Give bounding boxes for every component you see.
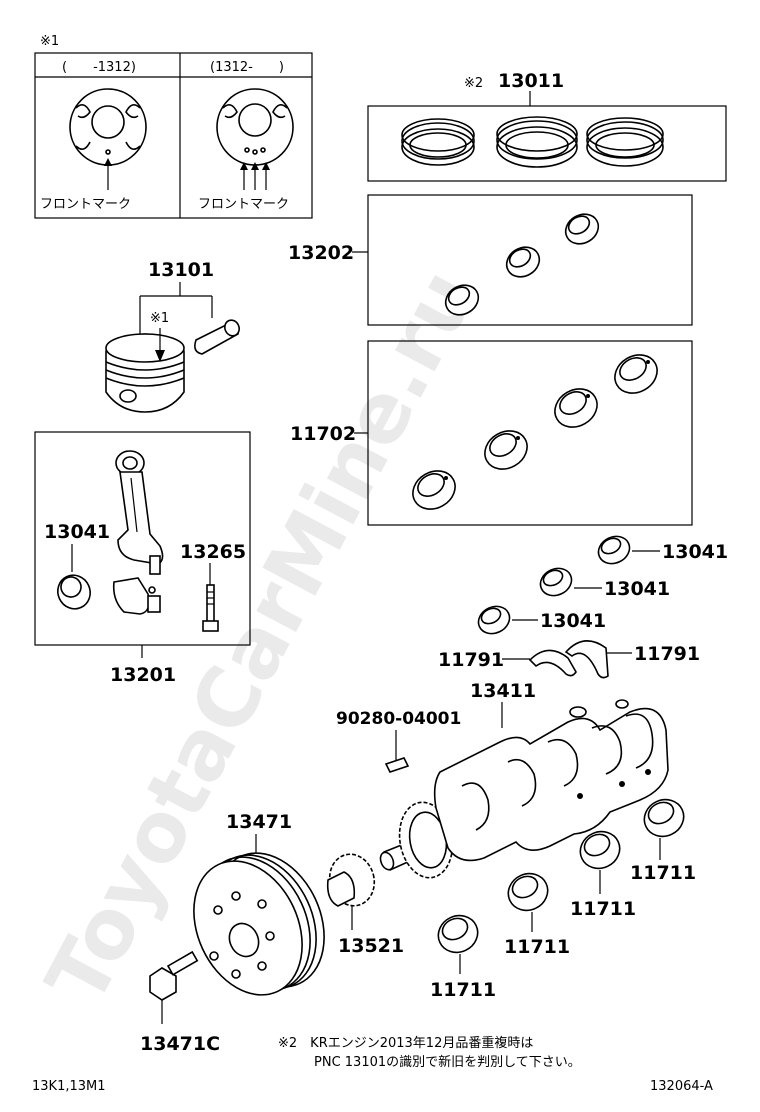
label-13471C: 13471C (140, 1033, 220, 1055)
conrod-bearing-13041-a: 13041 (597, 535, 728, 565)
thrust-washer-left: 11791 (438, 649, 577, 677)
main-bearing-11711-a: 11711 (630, 798, 696, 884)
connecting-rod-box: 13041 13265 13201 (34, 431, 251, 686)
main-bearing-1 (412, 470, 456, 510)
conrod-cap (112, 577, 161, 615)
crankshaft-pulley: 13471 (193, 811, 325, 996)
woodruff-key: 90280-04001 (336, 709, 461, 773)
inset-left-caption: フロントマーク (40, 197, 131, 212)
p13011-mark: ※2 (464, 76, 483, 91)
ring-set-3 (586, 117, 664, 167)
label-11711-b: 11711 (570, 898, 636, 920)
crankshaft-bearing-set: 11702 (290, 340, 693, 526)
label-13101: 13101 (148, 259, 214, 281)
label-13201: 13201 (110, 664, 176, 686)
label-13011: 13011 (498, 70, 564, 92)
inset-right-caption: フロントマーク (198, 197, 289, 212)
label-11791-right: 11791 (634, 643, 700, 665)
main-bearing-2 (484, 430, 528, 470)
footer-figure-id: 132064-A (650, 1079, 713, 1094)
crank-timing-gear: 13521 (326, 853, 404, 957)
label-13041-b: 13041 (604, 578, 670, 600)
piston-assembly: 13101 ※1 (105, 259, 240, 413)
conrod-bearing-13041-c: 13041 (477, 605, 606, 635)
label-13041-a: 13041 (662, 541, 728, 563)
label-11702: 11702 (290, 423, 356, 445)
piston-body (105, 333, 185, 413)
front-mark-inset: ※1 ( -1312) (1312- ) フロントマーク (34, 34, 313, 219)
conrod-bearing-2 (505, 246, 541, 278)
connecting-rod-bearing-set: 13202 (288, 194, 693, 326)
conrod-bearing-13041-b: 13041 (539, 567, 670, 600)
label-90280: 90280-04001 (336, 709, 461, 729)
inset-note-mark: ※1 (40, 34, 59, 49)
p13101-mark: ※1 (150, 311, 169, 326)
footnote-line-1: ※2 KRエンジン2013年12月品番重複時は (278, 1035, 533, 1051)
inset-right-range: (1312- ) (210, 60, 284, 75)
main-bearing-4 (614, 354, 658, 394)
label-11711-d: 11711 (430, 979, 496, 1001)
footnote-line-2: PNC 13101の識別で新旧を判別して下さい。 (314, 1054, 581, 1070)
main-bearing-11711-b: 11711 (570, 830, 636, 920)
label-13411: 13411 (470, 680, 536, 702)
ring-set-2 (496, 116, 578, 168)
label-13471: 13471 (226, 811, 292, 833)
piston-ring-set: ※2 13011 (367, 70, 727, 182)
label-13041-c: 13041 (540, 610, 606, 632)
crankshaft: 13411 (379, 680, 669, 879)
label-11791-left: 11791 (438, 649, 504, 671)
connecting-rod (115, 450, 164, 575)
pulley-bolt: 13471C (140, 950, 220, 1055)
piston-top-old (69, 88, 147, 190)
conrod-bearing-loose (57, 574, 91, 610)
footer-models: 13K1,13M1 (32, 1079, 106, 1094)
piston-pin (194, 319, 240, 355)
inset-left-range: ( -1312) (62, 60, 136, 75)
conrod-bearing-1 (444, 284, 480, 316)
label-13041-left: 13041 (44, 521, 110, 543)
main-bearing-3 (554, 388, 598, 428)
label-13265: 13265 (180, 541, 246, 563)
main-bearing-11711-c: 11711 (504, 872, 570, 958)
thrust-washer-right: 11791 (564, 640, 700, 679)
conrod-bearing-3 (564, 213, 600, 245)
conrod-bolt (202, 584, 219, 632)
label-11711-a: 11711 (630, 862, 696, 884)
ring-set-1 (401, 118, 475, 166)
piston-top-new (216, 88, 294, 190)
label-13202: 13202 (288, 242, 354, 264)
main-bearing-11711-d: 11711 (430, 914, 496, 1001)
label-11711-c: 11711 (504, 936, 570, 958)
label-13521: 13521 (338, 935, 404, 957)
